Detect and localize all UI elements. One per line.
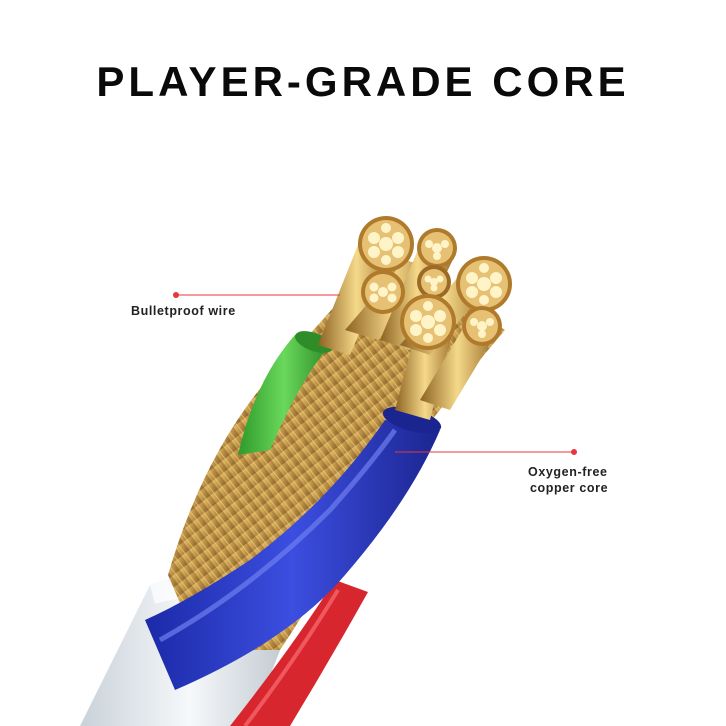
blue-insulated-wire xyxy=(145,406,442,690)
callout-oxygen-label: Oxygen-free copper core xyxy=(528,464,608,496)
callout-bulletproof-label: Bulletproof wire xyxy=(131,304,236,318)
callout-oxygen-line1: Oxygen-free xyxy=(528,465,608,479)
page-title: PLAYER-GRADE CORE xyxy=(96,58,630,105)
strand-tips xyxy=(358,216,512,350)
callout-oxygen-line xyxy=(395,449,577,455)
callout-bulletproof-line xyxy=(173,292,340,298)
callout-oxygen-line2: copper core xyxy=(530,481,609,495)
